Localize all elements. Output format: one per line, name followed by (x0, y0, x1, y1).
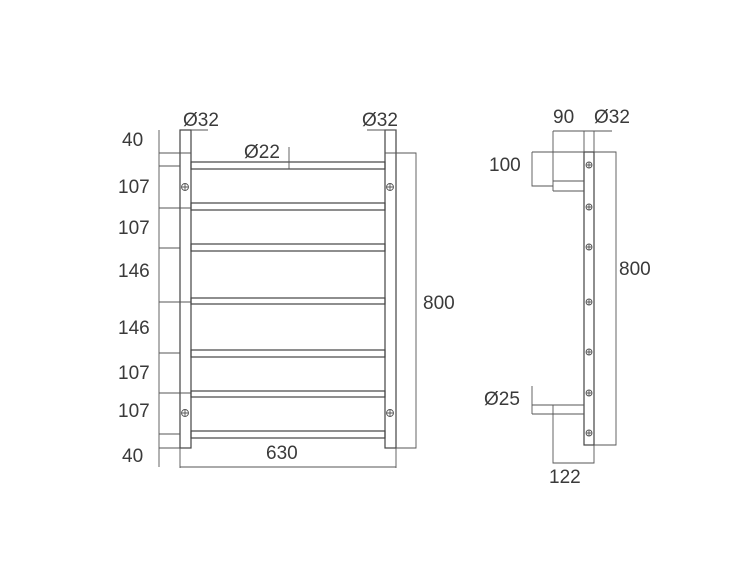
spacing-label: 107 (118, 363, 150, 384)
total-depth-label: 122 (549, 467, 581, 488)
screw-icon (585, 161, 593, 169)
rail (190, 161, 386, 170)
right-pipe-diameter-label: Ø32 (362, 110, 398, 131)
bar-diameter-label: Ø22 (244, 142, 280, 163)
screw-icon (181, 183, 189, 191)
depth-label: 90 (553, 107, 574, 128)
rail (190, 202, 386, 211)
side-view: 90 Ø32 100 800 Ø25 122 (484, 107, 651, 488)
front-view: Ø32 Ø32 Ø22 40 107 107 146 146 107 107 4… (118, 110, 455, 468)
side-pipe-diameter-label: Ø32 (594, 107, 630, 128)
spacing-label: 107 (118, 177, 150, 198)
screw-icon (585, 243, 593, 251)
screw-icon (585, 298, 593, 306)
spacing-label: 40 (122, 130, 143, 151)
screw-icon (585, 348, 593, 356)
side-dimension-lines (531, 130, 617, 464)
screw-icon (181, 409, 189, 417)
screw-icon (585, 203, 593, 211)
width-label: 630 (266, 443, 298, 464)
right-post (384, 129, 397, 449)
spacing-label: 40 (122, 446, 143, 467)
rail (190, 243, 386, 252)
bracket-diameter-label: Ø25 (484, 389, 520, 410)
rail (190, 390, 386, 398)
screw-icon (386, 183, 394, 191)
dimension-lines (158, 129, 417, 468)
screw-icons (181, 183, 394, 417)
spacing-label: 107 (118, 401, 150, 422)
rail (190, 430, 386, 439)
height-label: 800 (423, 293, 455, 314)
left-post (179, 129, 192, 449)
screw-icon (386, 409, 394, 417)
left-pipe-diameter-label: Ø32 (183, 110, 219, 131)
screw-icon (585, 389, 593, 397)
rail (190, 297, 386, 305)
spacing-label: 146 (118, 261, 150, 282)
spacing-label: 146 (118, 318, 150, 339)
side-height-label: 800 (619, 259, 651, 280)
screw-icon (585, 429, 593, 437)
side-screw-icons (585, 161, 593, 437)
rail (190, 349, 386, 358)
side-post (583, 151, 595, 446)
bracket-offset-label: 100 (489, 155, 521, 176)
spacing-label: 107 (118, 218, 150, 239)
rails (190, 161, 386, 439)
